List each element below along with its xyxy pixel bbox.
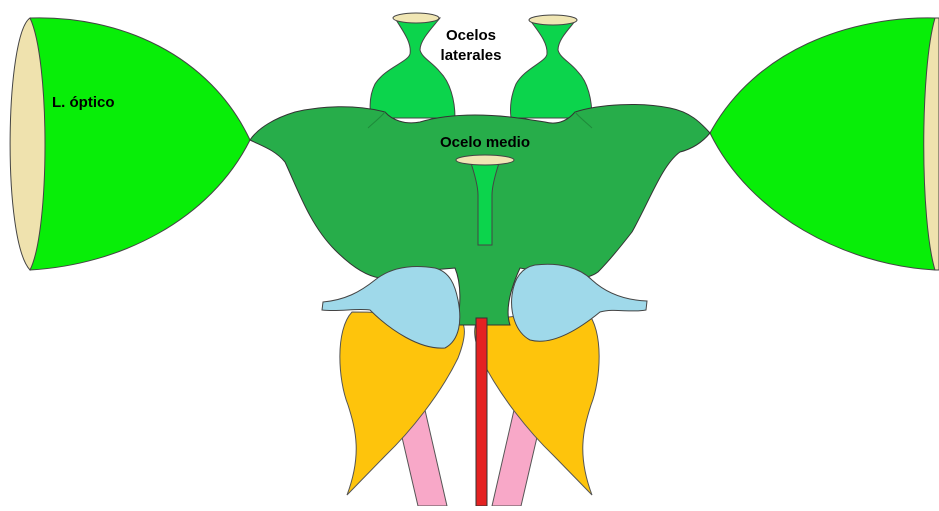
midline [476,318,487,506]
median-ocellus-cap [456,155,514,165]
left-lateral-ocellus-cap [393,13,439,23]
right-lateral-ocellus-cap [529,15,577,25]
label-median-ocellus: Ocelo medio [425,133,545,152]
right-optic-lobe [710,18,939,270]
left-optic-lobe-cap [10,18,45,270]
right-lateral-ocellus-body [511,20,592,118]
right-lateral-ocellus [511,15,592,118]
right-optic-lobe-body [710,18,935,270]
label-lateral-ocelli-line1: Ocelos [430,26,512,45]
label-lateral-ocelli-line2: laterales [430,46,512,65]
left-optic-lobe-body [30,18,250,270]
label-optic-lobe: L. óptico [52,93,115,112]
left-optic-lobe [10,18,250,270]
